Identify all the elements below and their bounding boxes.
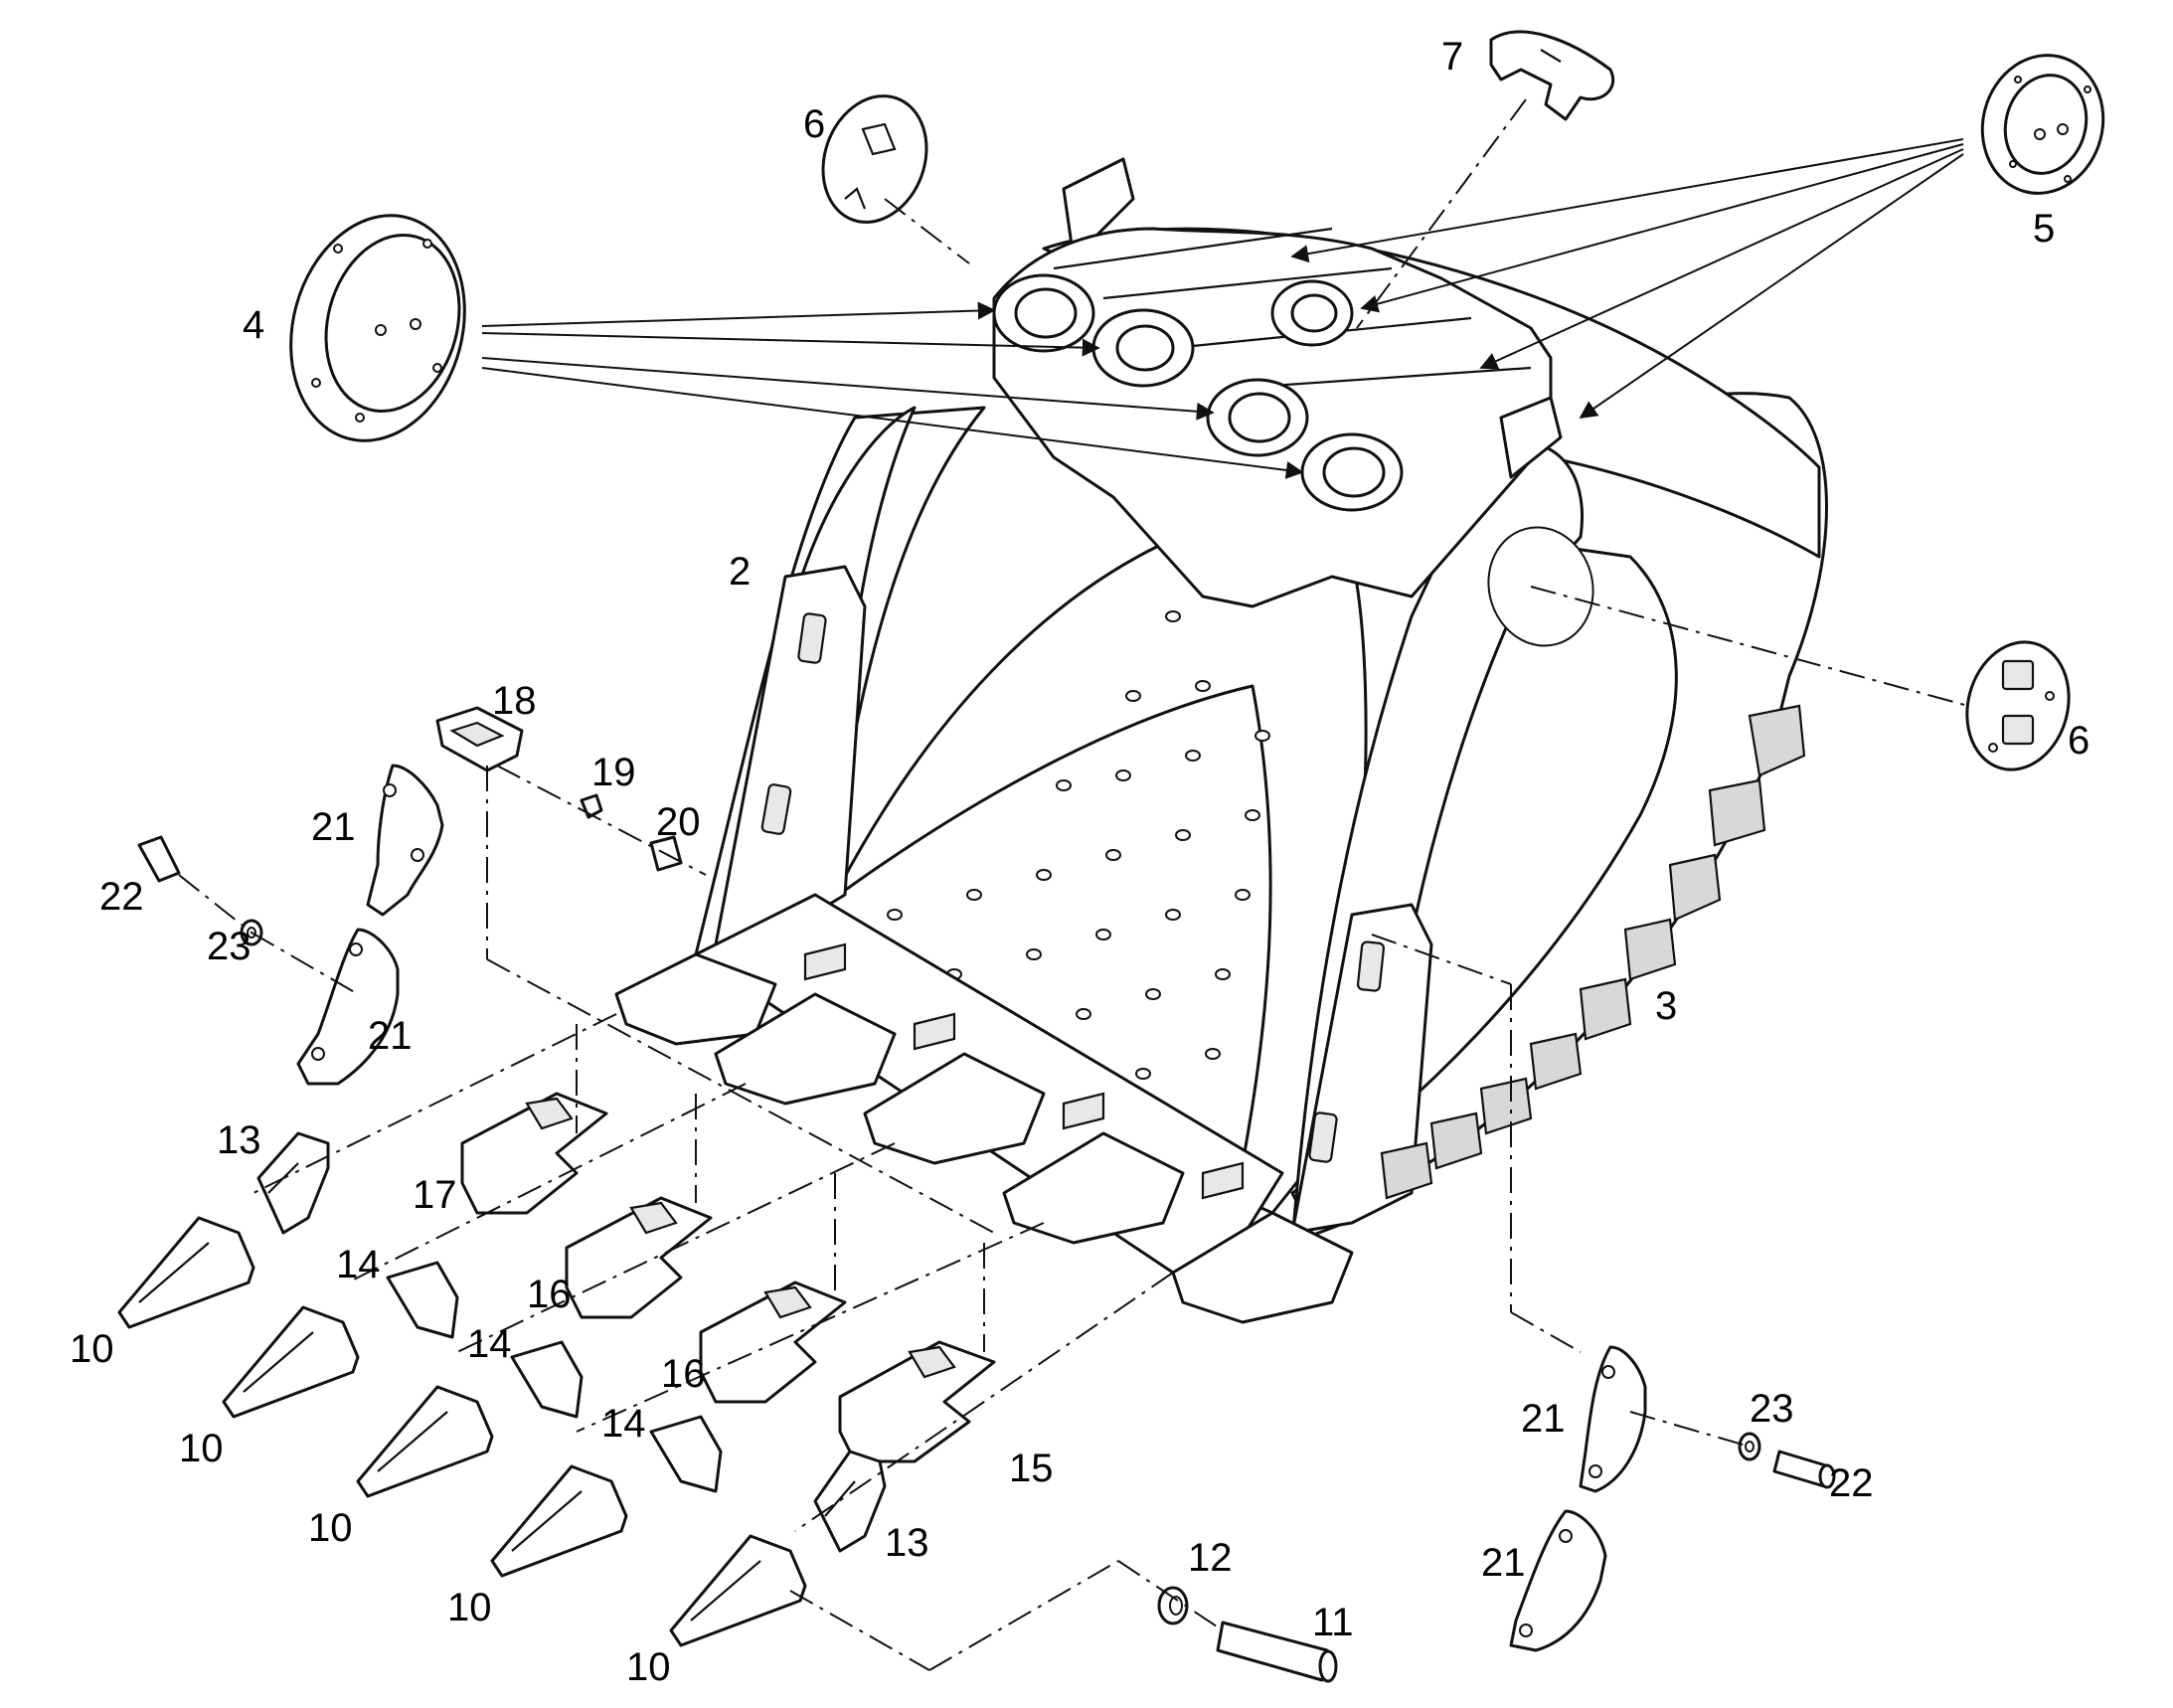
callout-18: 18 — [492, 679, 537, 723]
callout-2: 2 — [729, 550, 751, 594]
callout-5: 5 — [2033, 207, 2055, 251]
callout-20: 20 — [656, 800, 701, 844]
callout-labels: 2 3 4 5 6 6 7 10 10 10 10 10 11 12 13 13… — [70, 35, 2089, 1689]
floor-wear-buttons — [887, 610, 1270, 1139]
callout-13-b: 13 — [885, 1521, 929, 1565]
part-5-cover — [1980, 54, 2105, 195]
dashed-leader-lines — [178, 98, 1969, 1671]
callout-6-right: 6 — [2068, 719, 2089, 763]
part-10-tooth-a — [117, 1216, 255, 1329]
part-23-washer-right — [1738, 1432, 1761, 1461]
callout-14-a: 14 — [336, 1243, 381, 1286]
callout-21-d: 21 — [1481, 1541, 1526, 1585]
part-14-pad-b — [510, 1340, 584, 1419]
part-13-adapter-upper — [256, 1131, 330, 1235]
callout-23-left: 23 — [207, 925, 251, 968]
part-6-right — [1965, 640, 2071, 771]
part-16-shroud-a — [565, 1196, 713, 1319]
part-22-pin-left — [137, 835, 181, 883]
part-21-left-lower — [296, 928, 400, 1086]
pin-boss-1 — [992, 273, 1095, 353]
callout-21-c: 21 — [1521, 1397, 1566, 1441]
callout-12: 12 — [1188, 1536, 1233, 1580]
edge-wear-clips — [803, 942, 1245, 1200]
cutting-edge-assembly — [614, 893, 1354, 1324]
part-21-left-upper — [366, 764, 444, 917]
callout-15: 15 — [1009, 1447, 1054, 1490]
part-12-retainer — [1157, 1586, 1189, 1625]
part-21-right-upper — [1579, 1345, 1647, 1493]
part-18-lock — [435, 706, 524, 772]
part-7-clip — [1489, 30, 1615, 121]
part-10-tooth-d — [490, 1464, 628, 1578]
pin-boss-3 — [1206, 378, 1309, 457]
callout-10-d: 10 — [447, 1586, 492, 1629]
part-14-pad-c — [649, 1415, 723, 1493]
callout-7: 7 — [1441, 35, 1463, 79]
callout-13-a: 13 — [217, 1118, 261, 1162]
part-10-tooth-e — [669, 1534, 807, 1647]
part-22-pin-right — [1772, 1450, 1836, 1489]
callout-4: 4 — [243, 303, 264, 347]
pin-boss-4 — [1300, 432, 1404, 512]
callout-19: 19 — [591, 751, 636, 794]
pin-boss-5 — [1270, 279, 1354, 347]
arrow-lines — [481, 138, 1964, 479]
part-21-right-lower — [1509, 1509, 1607, 1652]
part-13-adapter-lower — [813, 1450, 887, 1553]
callout-6-upper: 6 — [803, 102, 825, 146]
part-10-tooth-b — [222, 1305, 360, 1419]
callout-10-e: 10 — [626, 1645, 671, 1689]
part-17-shroud — [460, 1092, 608, 1215]
side-wear-plates — [1380, 704, 1806, 1200]
part-14-pad-a — [386, 1261, 459, 1339]
callout-11: 11 — [1312, 1601, 1354, 1644]
callout-3: 3 — [1655, 984, 1677, 1028]
callout-10-c: 10 — [308, 1506, 353, 1550]
callout-21-a: 21 — [311, 805, 356, 849]
part-6-upper — [821, 94, 928, 224]
callout-16-a: 16 — [527, 1273, 572, 1316]
callout-17: 17 — [413, 1173, 457, 1217]
callout-14-b: 14 — [467, 1322, 512, 1366]
pin-boss-2 — [1091, 308, 1195, 388]
callout-10-b: 10 — [179, 1427, 224, 1470]
callout-21-b: 21 — [368, 1014, 413, 1058]
callout-22-right: 22 — [1829, 1461, 1874, 1505]
part-10-tooth-c — [356, 1385, 494, 1498]
callout-22-left: 22 — [99, 875, 144, 919]
callout-16-b: 16 — [661, 1352, 706, 1396]
callout-14-c: 14 — [601, 1402, 646, 1446]
callout-10-a: 10 — [70, 1327, 114, 1371]
part-15-shroud — [838, 1340, 996, 1463]
part-16-shroud-b — [699, 1281, 847, 1404]
part-11-pin — [1216, 1621, 1338, 1683]
callout-23-right: 23 — [1750, 1387, 1794, 1431]
part-4-cover — [289, 214, 466, 442]
